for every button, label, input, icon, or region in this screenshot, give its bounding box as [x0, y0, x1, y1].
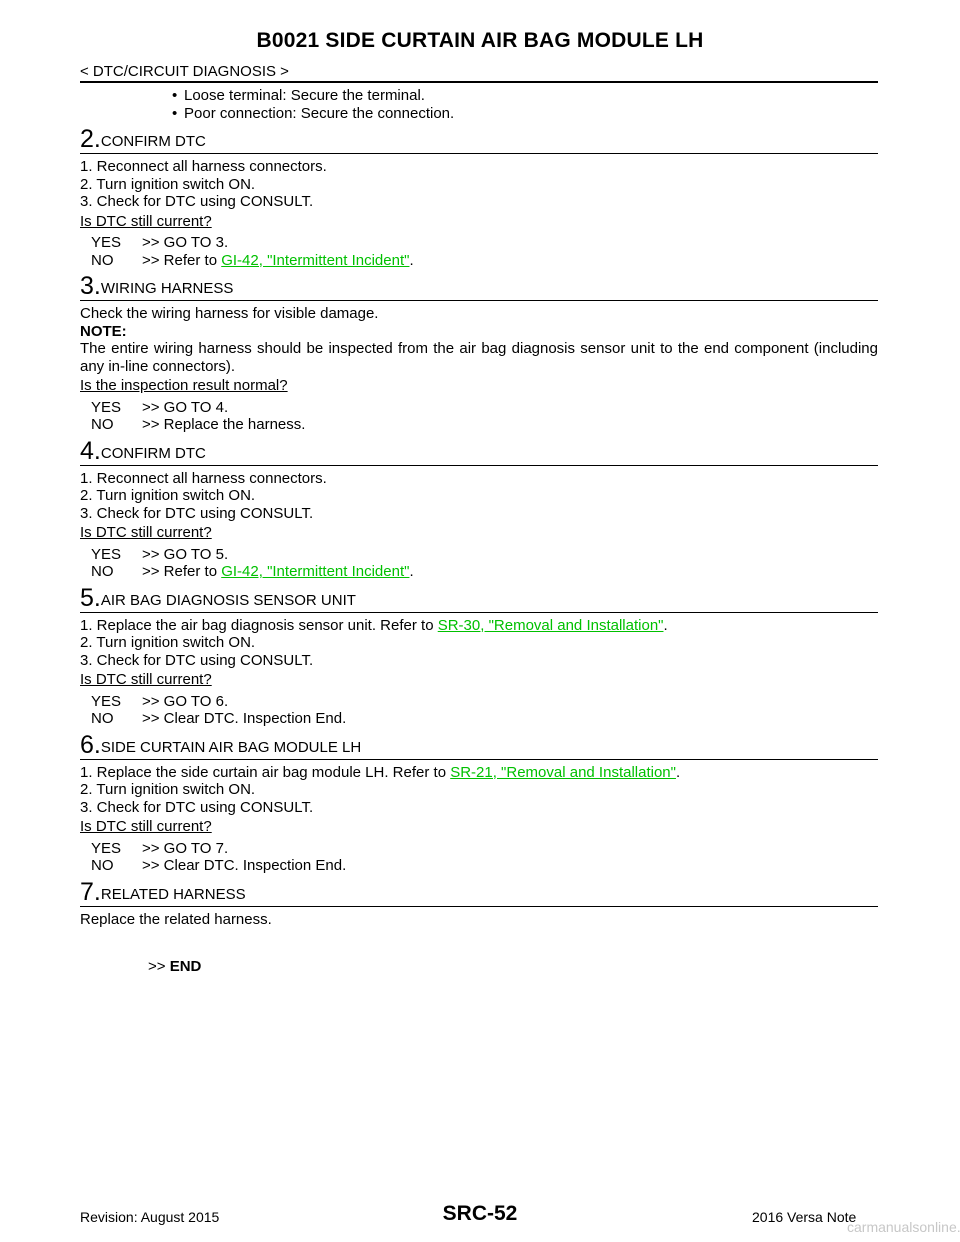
instruction-line: 2. Turn ignition switch ON.	[80, 634, 256, 651]
ref-link-sr-30[interactable]: SR-30, "Removal and Installation"	[437, 616, 664, 634]
check-question: Is DTC still current?	[80, 524, 212, 541]
watermark: carmanualsonline.info	[847, 1219, 960, 1235]
ref-link-sr-21[interactable]: SR-21, "Removal and Installation"	[450, 763, 676, 781]
instruction-line: 3. Check for DTC using CONSULT.	[80, 504, 314, 522]
section-breadcrumb: < DTC/CIRCUIT DIAGNOSIS >	[80, 63, 289, 80]
step-6: 6.SIDE CURTAIN AIR BAG MODULE LH 1. Repl…	[80, 731, 878, 875]
decision-block: YES>> GO TO 3. NO>> Refer to GI-42, "Int…	[91, 234, 878, 269]
instruction-line: 2. Turn ignition switch ON.	[80, 487, 256, 504]
yes-row: YES>> GO TO 4.	[91, 398, 229, 416]
instruction-line: 3. Check for DTC using CONSULT.	[80, 798, 314, 816]
no-row: NO>> Replace the harness.	[91, 416, 306, 433]
instruction-line: 1. Replace the side curtain air bag modu…	[80, 763, 681, 781]
no-row: NO>> Refer to GI-42, "Intermittent Incid…	[91, 251, 414, 269]
decision-block: YES>> GO TO 6. NO>> Clear DTC. Inspectio…	[91, 693, 878, 728]
step-heading: 7.RELATED HARNESS	[80, 877, 246, 906]
step-divider	[80, 153, 878, 154]
bullet-item: •Poor connection: Secure the connection.	[172, 104, 455, 122]
decision-block: YES>> GO TO 4. NO>> Replace the harness.	[91, 399, 878, 434]
step-5: 5.AIR BAG DIAGNOSIS SENSOR UNIT 1. Repla…	[80, 584, 878, 728]
no-row: NO>> Clear DTC. Inspection End.	[91, 857, 347, 874]
check-question: Is DTC still current?	[80, 818, 212, 835]
step-2: 2.CONFIRM DTC 1. Reconnect all harness c…	[80, 125, 878, 269]
check-question: Is the inspection result normal?	[80, 377, 288, 394]
instruction-line: 1. Replace the air bag diagnosis sensor …	[80, 616, 668, 634]
ref-link-gi-42[interactable]: GI-42, "Intermittent Incident"	[221, 251, 410, 269]
step-7: 7.RELATED HARNESS Replace the related ha…	[80, 878, 878, 976]
bullet-item: •Loose terminal: Secure the terminal.	[172, 87, 425, 104]
yes-row: YES>> GO TO 6.	[91, 692, 229, 710]
bullet-icon: •	[172, 104, 178, 122]
no-row: NO>> Refer to GI-42, "Intermittent Incid…	[91, 563, 414, 580]
note-text: The entire wiring harness should be insp…	[80, 340, 878, 375]
yes-row: YES>> GO TO 3.	[91, 234, 229, 251]
step-divider	[80, 758, 878, 760]
instruction-line: Check the wiring harness for visible dam…	[80, 305, 379, 322]
header-divider	[80, 81, 878, 83]
instruction-line: Replace the related harness.	[80, 910, 272, 928]
step-heading: 6.SIDE CURTAIN AIR BAG MODULE LH	[80, 730, 362, 759]
page-number: SRC-52	[442, 1202, 518, 1225]
step-3: 3.WIRING HARNESS Check the wiring harnes…	[80, 272, 878, 434]
instruction-line: 1. Reconnect all harness connectors.	[80, 158, 327, 175]
yes-row: YES>> GO TO 5.	[91, 545, 229, 563]
bullet-icon: •	[172, 87, 178, 104]
revision-date: Revision: August 2015	[80, 1209, 220, 1225]
step-heading: 3.WIRING HARNESS	[80, 272, 234, 300]
no-row: NO>> Clear DTC. Inspection End.	[91, 710, 347, 727]
instruction-line: 1. Reconnect all harness connectors.	[80, 469, 327, 487]
step-divider	[80, 905, 878, 907]
decision-block: YES>> GO TO 5. NO>> Refer to GI-42, "Int…	[91, 546, 878, 581]
ref-link-gi-42[interactable]: GI-42, "Intermittent Incident"	[221, 563, 410, 580]
vehicle-model: 2016 Versa Note	[752, 1209, 857, 1225]
bullet-list: •Loose terminal: Secure the terminal. •P…	[172, 87, 878, 122]
check-question: Is DTC still current?	[80, 212, 212, 230]
step-divider	[80, 464, 878, 466]
note-label: NOTE:	[80, 322, 127, 340]
end-marker: >> END	[148, 958, 202, 975]
instruction-line: 2. Turn ignition switch ON.	[80, 781, 256, 798]
step-heading: 4.CONFIRM DTC	[80, 436, 206, 465]
instruction-line: 3. Check for DTC using CONSULT.	[80, 193, 314, 210]
decision-block: YES>> GO TO 7. NO>> Clear DTC. Inspectio…	[91, 840, 878, 875]
step-divider	[80, 611, 878, 613]
instruction-line: 3. Check for DTC using CONSULT.	[80, 651, 314, 669]
instruction-line: 2. Turn ignition switch ON.	[80, 175, 256, 193]
main-content: •Loose terminal: Secure the terminal. •P…	[80, 87, 878, 976]
step-divider	[80, 300, 878, 301]
step-heading: 5.AIR BAG DIAGNOSIS SENSOR UNIT	[80, 583, 356, 612]
page-title: B0021 SIDE CURTAIN AIR BAG MODULE LH	[256, 29, 704, 52]
step-4: 4.CONFIRM DTC 1. Reconnect all harness c…	[80, 437, 878, 581]
step-heading: 2.CONFIRM DTC	[80, 125, 206, 153]
yes-row: YES>> GO TO 7.	[91, 839, 229, 857]
check-question: Is DTC still current?	[80, 671, 212, 688]
